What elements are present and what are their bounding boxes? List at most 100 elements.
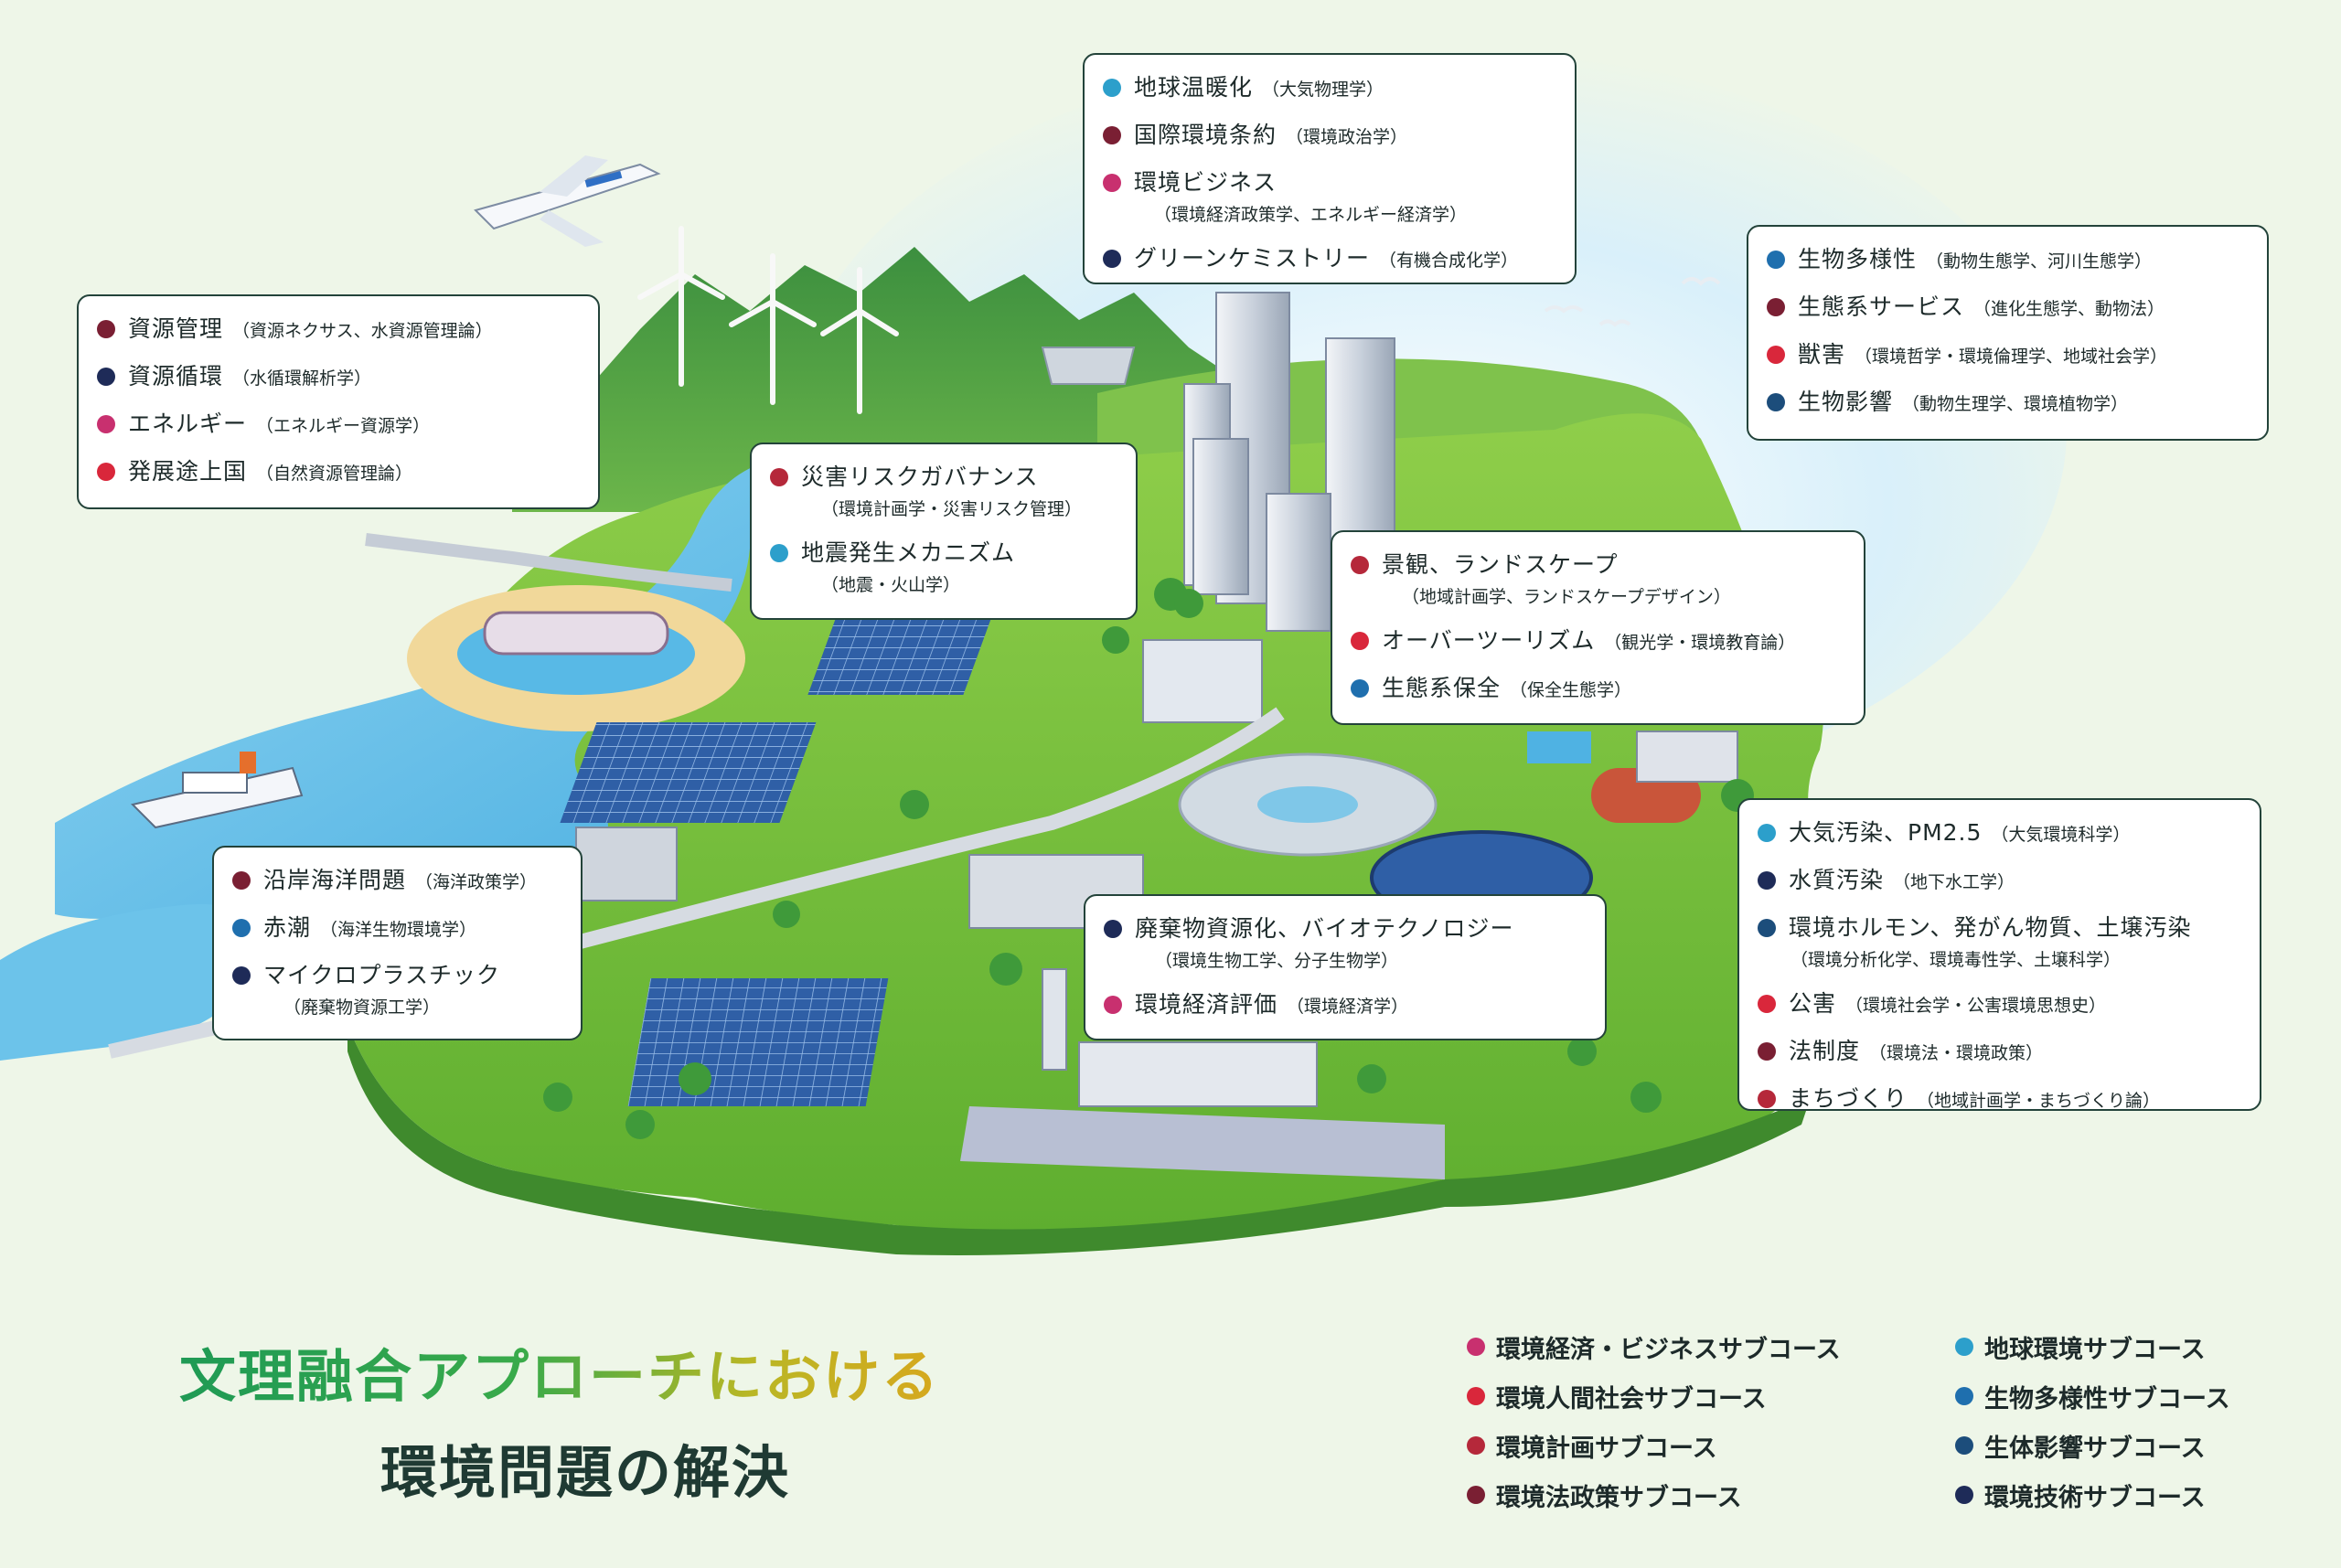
topic-item: 地球温暖化 （大気物理学） xyxy=(1103,69,1558,102)
resort-hotel xyxy=(483,611,669,656)
callout-landscape: 景観、ランドスケープ（地域計画学、ランドスケープデザイン） オーバーツーリズム（… xyxy=(1331,530,1865,725)
field-label: （動物生態学、河川生態学） xyxy=(1926,251,2153,272)
topic-item: エネルギー（エネルギー資源学） xyxy=(97,406,582,439)
field-label: （進化生態学、動物法） xyxy=(1973,299,2165,319)
legend-dot xyxy=(1955,1486,1973,1504)
topic-label: 発展途上国 xyxy=(128,458,248,485)
topic-label: 環境経済評価 xyxy=(1135,991,1278,1018)
field-label: （環境経済学） xyxy=(1287,997,1409,1017)
topic-label: 獣害 xyxy=(1798,341,1846,368)
legend-item: 環境技術サブコース xyxy=(1955,1470,2230,1520)
topic-item: グリーンケミストリー（有機合成化学） xyxy=(1103,240,1558,273)
legend-item: 生体影響サブコース xyxy=(1955,1421,2230,1470)
field-label: （環境社会学・公害環境思想史） xyxy=(1845,996,2107,1016)
topic-label: 地震発生メカニズム xyxy=(801,539,1016,566)
topic-item: 生態系サービス （進化生態学、動物法） xyxy=(1767,289,2250,322)
topic-label: 廃棄物資源化、バイオテクノロジー xyxy=(1135,915,1514,942)
category-dot xyxy=(1758,1090,1776,1108)
topic-label: 生物影響 xyxy=(1798,389,1894,415)
category-dot xyxy=(1758,871,1776,890)
topic-label: 公害 xyxy=(1789,990,1837,1017)
school-building xyxy=(1636,731,1738,783)
field-label: （環境哲学・環境倫理学、地域社会学） xyxy=(1855,347,2168,367)
topic-label: 資源循環 xyxy=(128,363,224,389)
legend-dot xyxy=(1955,1387,1973,1405)
field-label: （環境分析化学、環境毒性学、土壌科学） xyxy=(1790,950,2122,970)
category-dot xyxy=(232,966,251,985)
topic-label: 大気汚染、PM2.5 xyxy=(1789,819,1983,846)
legend-label: 環境技術サブコース xyxy=(1984,1483,2206,1512)
category-dot xyxy=(1767,251,1785,269)
topic-item: マイクロプラスチック（廃棄物資源工学） xyxy=(232,957,564,1019)
field-label: （保全生態学） xyxy=(1510,680,1632,700)
topic-label: 資源管理 xyxy=(128,315,224,342)
topic-label: 環境ホルモン、発がん物質、土壌汚染 xyxy=(1789,914,2192,941)
legend-item: 環境人間社会サブコース xyxy=(1467,1371,1841,1421)
topic-item: 資源管理 （資源ネクサス、水資源管理論） xyxy=(97,311,582,344)
field-label: （自然資源管理論） xyxy=(256,464,413,484)
topic-label: 地球温暖化 xyxy=(1134,74,1254,101)
field-label: （地域計画学・まちづくり論） xyxy=(1917,1091,2161,1111)
legend-label: 生体影響サブコース xyxy=(1984,1434,2206,1463)
callout-resources: 資源管理 （資源ネクサス、水資源管理論） 資源循環 （水循環解析学） エネルギー（エ… xyxy=(77,294,600,509)
category-dot xyxy=(1758,824,1776,842)
topic-item: 生物多様性 （動物生態学、河川生態学） xyxy=(1767,241,2250,274)
category-dot xyxy=(232,871,251,890)
topic-item: 赤潮（海洋生物環境学） xyxy=(232,910,564,943)
field-label: （環境政治学） xyxy=(1286,127,1408,147)
category-dot xyxy=(97,320,115,338)
legend-label: 環境経済・ビジネスサブコース xyxy=(1496,1335,1841,1364)
legend-dot xyxy=(1467,1486,1485,1504)
field-label: （海洋政策学） xyxy=(415,872,538,892)
wind-turbines xyxy=(637,226,899,414)
skyscrapers xyxy=(1183,292,1395,632)
field-label: （大気物理学） xyxy=(1262,80,1384,100)
category-dot xyxy=(1758,1042,1776,1061)
topic-label: グリーンケミストリー xyxy=(1134,245,1371,272)
legend-label: 地球環境サブコース xyxy=(1984,1335,2206,1364)
topic-item: 大気汚染、PM2.5 （大気環境科学） xyxy=(1758,815,2243,848)
category-dot xyxy=(1767,346,1785,364)
legend-label: 環境計画サブコース xyxy=(1496,1434,1717,1463)
field-label: （大気環境科学） xyxy=(1991,825,2131,845)
main-title: 文理融合アプローチにおける xyxy=(179,1330,940,1413)
legend-dot xyxy=(1467,1338,1485,1356)
category-dot xyxy=(1104,996,1122,1014)
sea xyxy=(0,903,260,1061)
topic-label: まちづくり xyxy=(1789,1085,1908,1112)
control-tower xyxy=(1042,968,1067,1071)
field-label: （資源ネクサス、水資源管理論） xyxy=(232,321,493,341)
category-dot xyxy=(1351,632,1369,650)
topic-item: 国際環境条約 （環境政治学） xyxy=(1103,117,1558,150)
callout-disaster: 災害リスクガバナンス （環境計画学・災害リスク管理） 地震発生メカニズム （地震・火… xyxy=(750,443,1138,620)
topic-item: 水質汚染（地下水工学） xyxy=(1758,862,2243,895)
category-dot xyxy=(97,368,115,386)
topic-label: 生態系サービス xyxy=(1798,293,1965,320)
category-dot xyxy=(1351,679,1369,698)
topic-item: まちづくり （地域計画学・まちづくり論） xyxy=(1758,1081,2243,1114)
legend-item: 環境経済・ビジネスサブコース xyxy=(1467,1322,1841,1371)
field-label: （地震・火山学） xyxy=(821,575,961,595)
category-dot xyxy=(1758,995,1776,1013)
topic-label: 生物多様性 xyxy=(1798,246,1918,272)
category-dot xyxy=(232,919,251,937)
legend-label: 生物多様性サブコース xyxy=(1984,1384,2230,1413)
solar-farm-3 xyxy=(627,978,889,1106)
field-label: （動物生理学、環境植物学） xyxy=(1902,394,2129,414)
topic-item: オーバーツーリズム（観光学・環境教育論） xyxy=(1351,623,1847,656)
topic-label: 災害リスクガバナンス xyxy=(801,464,1039,490)
monorail xyxy=(108,707,1285,1059)
field-label: （海洋生物環境学） xyxy=(320,920,477,940)
road xyxy=(365,533,732,592)
topic-label: マイクロプラスチック xyxy=(263,962,501,988)
dam xyxy=(1041,347,1136,385)
field-label: （地域計画学、ランドスケープデザイン） xyxy=(1402,587,1731,607)
legend-dot xyxy=(1955,1338,1973,1356)
topic-label: オーバーツーリズム xyxy=(1382,627,1596,654)
field-label: （環境計画学・災害リスク管理） xyxy=(821,499,1083,519)
topic-label: 国際環境条約 xyxy=(1134,122,1277,148)
legend-item: 生物多様性サブコース xyxy=(1955,1371,2230,1421)
category-dot xyxy=(1103,250,1121,268)
field-label: （水循環解析学） xyxy=(232,368,372,389)
category-dot xyxy=(1758,919,1776,937)
